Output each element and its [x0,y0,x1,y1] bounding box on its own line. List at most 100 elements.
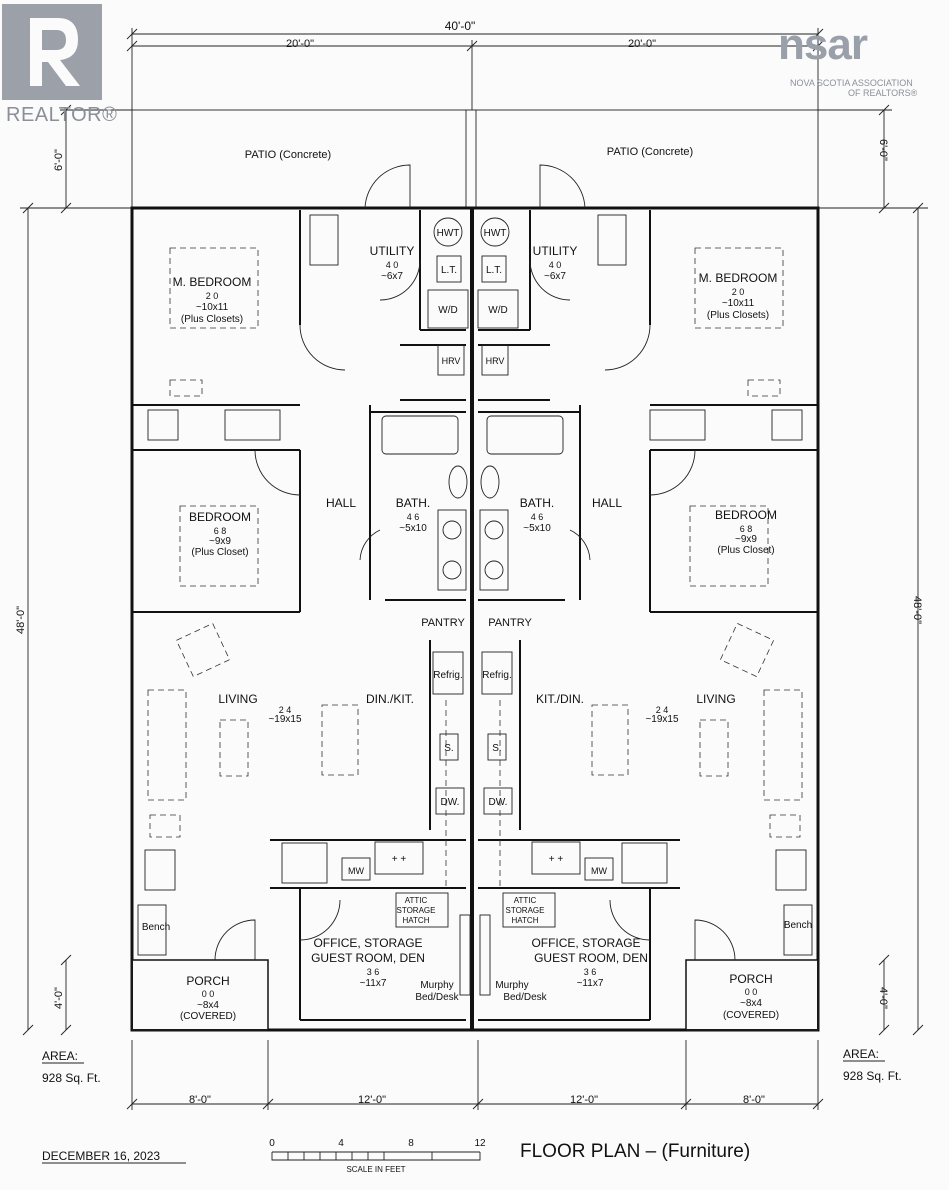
mw-right-label: MW [591,866,607,876]
area-left-label: AREA: [42,1049,78,1063]
utility-left-name: UTILITY [370,244,415,258]
bath-right-name: BATH. [520,496,554,510]
wd-left-label: W/D [438,305,457,316]
mbed-left-note: (Plus Closets) [181,314,243,325]
patio-depth-left-dim: 6'-0" [53,149,65,171]
pantry-left-label: PANTRY [421,617,465,629]
attic-right-2: STORAGE [506,906,545,915]
utility-left-dim: 4 0 [386,260,399,270]
hwt-right-label: HWT [484,228,507,239]
building-depth-left-dim: 48'-0" [15,606,27,634]
hrv-left-label: HRV [442,356,461,366]
living-left-dim: 2 4 [279,705,292,715]
office-right-size: ~11x7 [577,978,604,989]
bath-fixtures [381,415,564,591]
office-right-dim: 3 6 [584,967,597,977]
bottom-dim-4: 8'-0" [743,1094,765,1106]
hrv-right-label: HRV [486,356,505,366]
hall-left-label: HALL [326,496,356,510]
office-right-1: OFFICE, STORAGE [531,936,640,950]
door-swings [214,164,736,961]
porch-right-note: (COVERED) [723,1010,779,1021]
lt-left-label: L.T. [441,265,457,276]
attic-left-3: HATCH [403,916,430,925]
porch-right-size: ~8x4 [740,998,762,1009]
building-walls [130,206,820,1032]
bath-right-dim: 4 6 [531,512,544,522]
porch-left-dim: 0 0 [202,989,215,999]
area-right-label: AREA: [843,1047,879,1061]
sink-right-label: S. [492,743,501,754]
mbed-left-size: ~10x11 [196,302,229,313]
bath-left-size: ~5x10 [399,523,427,534]
plan-title: FLOOR PLAN – (Furniture) [520,1141,750,1162]
nsar-wordmark: nsar [778,20,868,69]
dw-right-label: DW. [489,797,508,808]
bottom-dim-3: 12'-0" [570,1094,598,1106]
murphy-left-2: Bed/Desk [415,992,459,1003]
dw-left-label: DW. [441,797,460,808]
bed-left-dim: 6 8 [214,526,227,536]
nsar-tagline-2: OF REALTORS® [848,88,918,98]
bottom-dimensions: 8'-0" 12'-0" 12'-0" 8'-0" [126,1040,824,1110]
bed-left-name: BEDROOM [189,510,251,524]
hwt-right-fixture [480,217,510,247]
mw-left-label: MW [348,866,364,876]
svg-text:+ +: + + [392,854,407,865]
scale-tick-12: 12 [474,1138,486,1149]
porch-depth-right-dim: 4'-0" [877,987,889,1009]
scale-tick-4: 4 [338,1138,344,1149]
scale-tick-0: 0 [269,1138,275,1149]
patio-left-label: PATIO (Concrete) [245,149,331,161]
refrig-right-label: Refrig. [482,670,511,681]
top-dimensions: 40'-0" 20'-0" 20'-0" [126,19,824,110]
porch-left-note: (COVERED) [180,1011,236,1022]
wd-right-label: W/D [488,305,507,316]
bottom-dim-1: 8'-0" [189,1094,211,1106]
kitchen-fixtures: Refrig. Refrig. S. S. DW. DW. + + + + MW… [341,651,614,890]
porch-left-name: PORCH [186,974,229,988]
living-right-name: LIVING [696,692,735,706]
office-left-size: ~11x7 [360,978,387,989]
right-half-dim: 20'-0" [628,38,656,50]
plan-date: DECEMBER 16, 2023 [42,1149,160,1163]
bed-right-name: BEDROOM [715,508,777,522]
office-left-dim: 3 6 [367,967,380,977]
bottom-dim-2: 12'-0" [358,1094,386,1106]
porch-left-size: ~8x4 [197,1000,219,1011]
closets [137,214,813,996]
svg-text:+ +: + + [549,854,564,865]
bench-right-label: Bench [784,920,812,931]
dinkit-label: DIN./KIT. [366,692,414,706]
mbed-left-dim: 2 0 [206,291,219,301]
refrig-left-label: Refrig. [433,670,462,681]
bed-left-note: (Plus Closet) [191,547,248,558]
bath-right-size: ~5x10 [523,523,551,534]
hwt-left-label: HWT [437,228,460,239]
mbed-right-dim: 2 0 [732,287,745,297]
bath-left-dim: 4 6 [407,512,420,522]
living-left-size: ~19x15 [268,714,302,725]
patio-right-label: PATIO (Concrete) [607,146,693,158]
murphy-right-1: Murphy [495,980,528,991]
utility-fixtures: HWT HWT L.T. L.T. W/D W/D HRV HRV [427,217,519,376]
utility-left-size: ~6x7 [381,271,403,282]
bath-left-name: BATH. [396,496,430,510]
patio-depth-right-dim: 6'-0" [877,139,889,161]
utility-right-size: ~6x7 [544,271,566,282]
porch-right-dim: 0 0 [745,987,758,997]
patio-slabs: PATIO (Concrete) PATIO (Concrete) [131,109,819,209]
bed-right-size: ~9x9 [735,534,757,545]
living-right-dim: 2 4 [656,705,669,715]
bed-left-size: ~9x9 [209,536,231,547]
bench-left-label: Bench [142,922,170,933]
realtor-r-icon [2,4,102,100]
area-right-value: 928 Sq. Ft. [843,1069,902,1083]
side-dimensions: 6'-0" 6'-0" 48'-0" 48'-0" 4'-0" 4'-0" [15,104,928,1036]
scale-label: SCALE IN FEET [346,1165,405,1174]
scale-tick-8: 8 [408,1138,414,1149]
attic-left-1: ATTIC [405,896,428,905]
mbed-left-name: M. BEDROOM [173,275,252,289]
